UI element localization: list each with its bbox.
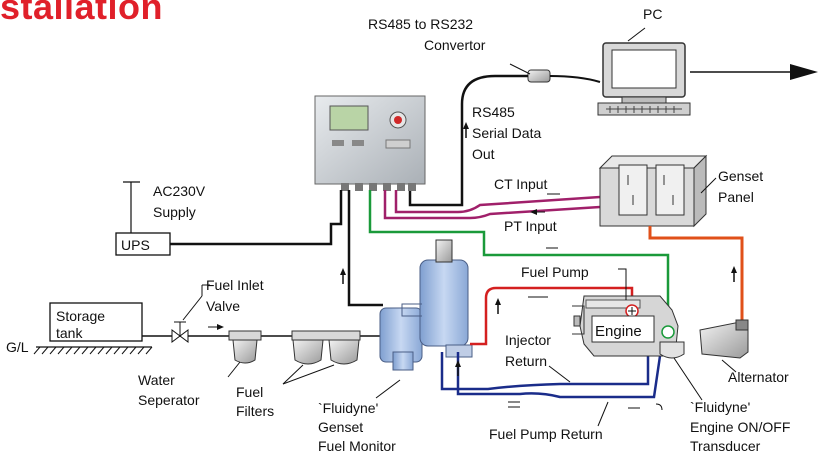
fuel-filters: [291, 330, 361, 365]
filters-leader: [282, 364, 304, 385]
alternator-leader: [721, 359, 737, 373]
fuel-inlet-label-2: Valve: [206, 298, 240, 314]
rs232-cable: [549, 75, 601, 83]
converter-icon: [527, 69, 551, 83]
injector-leader: [548, 365, 571, 383]
monitor-signal-cable: [347, 190, 383, 307]
converter-label-2: Convertor: [424, 37, 486, 53]
pt-input-label: PT Input: [504, 218, 557, 234]
ground-line: [33, 346, 153, 355]
transducer-label-2: Engine ON/OFF: [690, 419, 790, 435]
engine-label-box: [591, 315, 655, 343]
ac-label-1: AC230V: [153, 183, 206, 199]
fuel-pump-label: Fuel Pump: [521, 264, 589, 280]
pc-leader: [627, 27, 646, 42]
engine-label: Engine: [595, 323, 642, 340]
rs485-label-2: Serial Data: [472, 125, 541, 141]
fuel-inlet-valve: [171, 321, 189, 343]
fuel-pump-return-line: [456, 352, 662, 399]
genset-label-1: Genset: [718, 168, 763, 184]
filters-label-1: Fuel: [236, 384, 263, 400]
injector-return-line: [440, 352, 650, 391]
storage-label-2: tank: [56, 325, 83, 341]
water-label-1: Water: [138, 372, 175, 388]
converter-label-1: RS485 to RS232: [368, 16, 473, 32]
converter-leader: [509, 63, 531, 75]
fuel-pump-return-label: Fuel Pump Return: [489, 426, 603, 442]
ups-label: UPS: [121, 237, 150, 253]
alternator: [699, 319, 749, 359]
ct-cable: [394, 190, 601, 214]
rs485-label-3: Out: [472, 146, 495, 162]
water-label-2: Seperator: [138, 392, 200, 408]
transducer-label-1: `Fluidyne': [690, 399, 750, 415]
rs485-label-1: RS485: [472, 104, 515, 120]
monitor-leader: [375, 379, 401, 399]
rs485-cable: [408, 74, 528, 207]
fuel-inlet-label-1: Fuel Inlet: [206, 277, 264, 293]
alternator-label: Alternator: [728, 369, 789, 385]
storage-tank: [49, 302, 143, 342]
genset-leader: [700, 177, 717, 194]
monitor-label-1: `Fluidyne': [318, 400, 378, 416]
transducer-icon: [661, 325, 675, 339]
pc-computer: [597, 42, 691, 116]
filters-label-2: Filters: [236, 403, 274, 419]
monitor-label-2: Genset: [318, 419, 363, 435]
genset-label-2: Panel: [718, 189, 754, 205]
controller-unit: [314, 95, 426, 191]
transducer-leader: [673, 357, 703, 401]
page-title: stallation: [0, 0, 164, 27]
monitor-label-3: Fuel Monitor: [318, 438, 396, 454]
injector-label-1: Injector: [505, 332, 551, 348]
genset-panel: [598, 154, 708, 228]
valve-leader: [182, 295, 203, 321]
fuel-pump-leader: [618, 268, 627, 300]
gl-label: G/L: [6, 339, 29, 355]
pt-cable: [383, 190, 601, 220]
storage-label-1: Storage: [56, 308, 105, 324]
fuel-pump-return-leader: [597, 401, 609, 427]
pc-output-arrowhead: [790, 64, 818, 80]
transducer-label-3: Transducer: [690, 438, 761, 454]
ups-cable: [170, 190, 343, 246]
ac-label-2: Supply: [153, 204, 196, 220]
fuel-monitor-device: [379, 239, 473, 371]
alternator-cable: [648, 226, 744, 322]
fuel-pump-feed-line: [470, 286, 634, 346]
injector-label-2: Return: [505, 353, 547, 369]
transducer-cable: [368, 190, 670, 325]
separator-leader: [227, 361, 241, 378]
pc-label: PC: [643, 6, 662, 22]
water-separator: [228, 330, 262, 364]
ct-input-label: CT Input: [494, 176, 548, 192]
